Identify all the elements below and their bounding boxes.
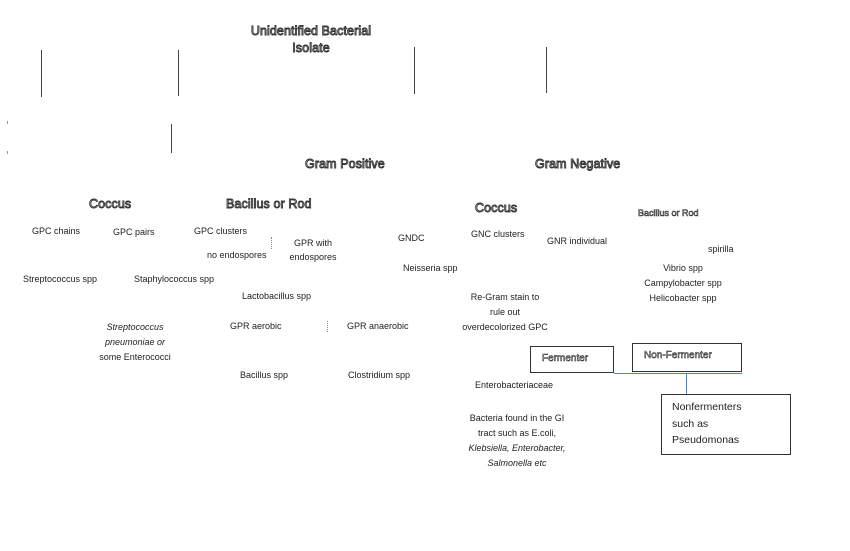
gn-bacillus-label: Bacillus or Rod: [638, 208, 699, 219]
connector-line: [7, 121, 8, 124]
regram-line1: Re-Gram stain to: [470, 292, 540, 302]
nonfermenters-line3: Pseudomonas: [672, 434, 740, 446]
helicobacter-spp: Helicobacter spp: [649, 293, 717, 303]
gpr-aerobic: GPR aerobic: [230, 321, 282, 331]
gp-coccus-label: Coccus: [89, 197, 132, 212]
gpr-with-line1: GPR with: [293, 238, 332, 248]
gpr-with-endospores: GPR with endospores: [280, 236, 346, 264]
gi-line4: Salmonella etc: [487, 458, 547, 468]
gnr-individual: GNR individual: [547, 236, 608, 246]
staphylococcus-spp: Staphylococcus spp: [134, 274, 215, 284]
non-fermenter-box: Non-Fermenter: [632, 343, 742, 372]
gpc-chains: GPC chains: [32, 226, 81, 236]
gpr-anaerobic: GPR anaerobic: [347, 321, 409, 331]
gpr-with-line2: endospores: [289, 252, 337, 262]
non-fermenter-label: Non-Fermenter: [644, 350, 712, 362]
spirilla: spirilla: [708, 244, 734, 254]
vibrio-group: Vibrio spp Campylobacter spp Helicobacte…: [630, 261, 736, 305]
nonfermenters-line1: Nonfermenters: [672, 401, 742, 413]
strep-line2: pneumoniae or: [84, 335, 186, 350]
gp-bacillus-label: Bacillus or Rod: [226, 197, 312, 212]
gndc: GNDC: [398, 233, 425, 243]
connector-line: [7, 151, 8, 154]
gram-positive-label: Gram Positive: [305, 157, 386, 172]
strep-line2-species: pneumoniae or: [104, 337, 166, 347]
gnc-clusters: GNC clusters: [471, 229, 525, 239]
dotted-divider: [327, 321, 328, 332]
connector-line: [171, 124, 172, 153]
regram-line2: rule out: [489, 307, 521, 317]
enterobacteriaceae: Enterobacteriaceae: [475, 380, 554, 390]
nonfermenters-line2: such as: [672, 418, 709, 430]
strep-pneumoniae-note: Streptococcus pneumoniae or some Enteroc…: [84, 320, 186, 365]
campylobacter-spp: Campylobacter spp: [644, 278, 722, 288]
neisseria-spp: Neisseria spp: [403, 263, 458, 273]
root-line2: Isolate: [292, 41, 330, 56]
gram-negative-label: Gram Negative: [535, 157, 621, 172]
connector-line: [178, 50, 179, 96]
lactobacillus-spp: Lactobacillus spp: [242, 291, 312, 301]
blue-connector: [686, 373, 687, 395]
gi-line3: Klebsiella, Enterobacter,: [468, 443, 566, 453]
gn-coccus-label: Coccus: [475, 201, 518, 216]
vibrio-spp: Vibrio spp: [663, 263, 703, 273]
connector-line: [414, 47, 415, 94]
gpc-pairs: GPC pairs: [113, 227, 155, 237]
strep-line3: some Enterococci: [99, 352, 171, 362]
gpc-clusters: GPC clusters: [194, 226, 248, 236]
nonfermenters-box: Nonfermenters such as Pseudomonas: [661, 394, 791, 455]
bacillus-spp: Bacillus spp: [240, 370, 289, 380]
strep-line1: Streptococcus: [106, 322, 164, 332]
dotted-divider: [271, 237, 272, 249]
connector-line: [546, 47, 547, 93]
gi-line2: tract such as E.coli,: [477, 428, 557, 438]
connector-line: [41, 50, 42, 97]
gi-bacteria-note: Bacteria found in the GI tract such as E…: [452, 411, 582, 471]
regram-note: Re-Gram stain to rule out overdecolorize…: [450, 290, 560, 335]
root-node: Unidentified Bacterial Isolate: [236, 23, 386, 57]
fermenter-box: Fermenter: [530, 346, 614, 373]
fermenter-label: Fermenter: [542, 353, 589, 365]
no-endospores: no endospores: [207, 250, 267, 260]
gi-line1: Bacteria found in the GI: [469, 413, 565, 423]
regram-line3: overdecolorized GPC: [462, 322, 548, 332]
root-line1: Unidentified Bacterial: [250, 24, 372, 39]
blue-connector: [614, 373, 742, 374]
clostridium-spp: Clostridium spp: [348, 370, 411, 380]
streptococcus-spp: Streptococcus spp: [23, 274, 98, 284]
